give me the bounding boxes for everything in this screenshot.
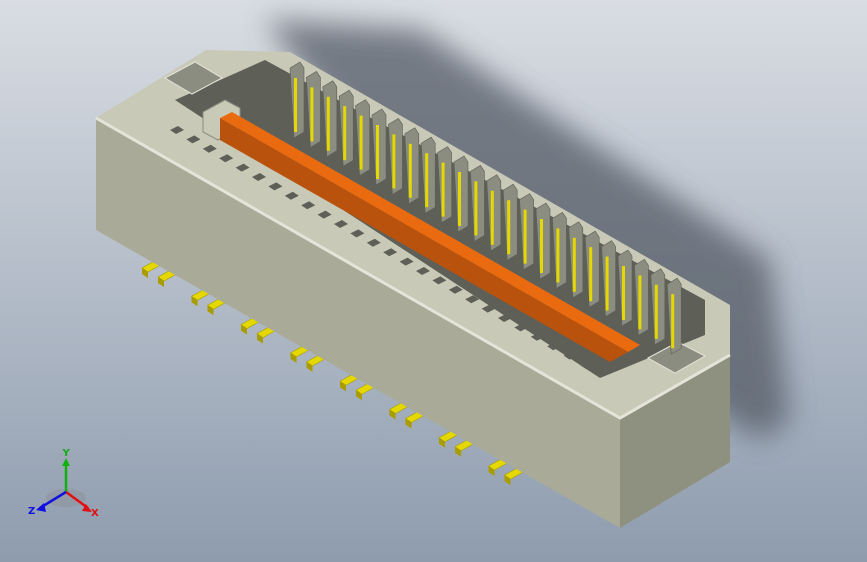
contact-row-back [289,61,682,355]
front-slot [580,361,594,369]
solder-tail-side [340,381,346,392]
pocket-left [163,61,224,95]
solder-tail-side [389,409,396,420]
contact-pin [310,87,314,142]
front-slot [350,229,365,238]
center-key-bar [220,112,640,362]
solder-tail-side [439,437,445,448]
x-axis-icon [65,490,89,510]
front-slot [481,304,496,313]
solder-tail-side [455,446,461,457]
contact-pin [671,294,675,349]
front-slot [432,276,447,285]
contact-pin [540,219,543,273]
pocket-right [646,341,707,374]
front-slot [448,285,463,294]
solder-tail-side [158,277,164,287]
triad-base [46,489,86,507]
front-slot [334,220,348,228]
contact-pin [572,237,576,292]
solder-tail-side [306,361,313,372]
contact-pin [376,125,379,179]
contact-pin [556,228,560,283]
solder-tail-side [241,324,247,335]
contact-pin [458,172,461,226]
z-axis-label: Z [28,506,35,517]
contact-pin [408,143,412,198]
coordinate-triad[interactable]: Y X Z [28,448,99,519]
z-arrow-icon [36,503,46,512]
front-slot [170,126,184,134]
y-arrow-icon [62,458,70,466]
solder-tail-side [207,305,214,316]
front-slot [317,210,332,219]
front-slot [202,144,217,153]
contact-pin [326,96,330,151]
housing-cavity [175,60,705,378]
contact-pin [441,162,445,217]
front-slot [268,182,283,191]
front-slot [547,342,562,351]
solder-tail-side [504,475,511,486]
center-bar-top [220,112,640,352]
front-slot [530,332,545,341]
contact-row-front [170,126,594,369]
housing-end-face [620,355,730,528]
center-bar-front [220,118,628,362]
solder-tail-side [191,296,198,307]
contact-pin [490,190,494,245]
front-slot [301,201,316,210]
contact-pin [343,106,347,161]
front-slot [498,314,512,322]
front-slot [399,257,414,266]
solder-tail-side [405,418,412,429]
contact-pin [294,78,297,132]
y-axis-label: Y [62,448,71,459]
housing-edge-highlight [95,116,731,420]
front-slot [235,163,250,172]
front-slot [465,295,480,304]
front-slot [514,323,529,332]
solder-tail-side [142,268,148,278]
contact-pin [638,275,642,330]
front-slot [563,351,578,360]
front-slot [416,267,430,275]
front-slot [366,238,381,247]
contact-pin [507,200,511,255]
contact-pin [425,153,429,208]
contact-pin [523,209,527,264]
housing-front-face [96,118,620,528]
front-slot [284,191,299,200]
x-axis-label: X [91,508,99,519]
contact-pin [654,284,658,339]
solder-tail-side [488,466,495,477]
solder-tail-side [290,352,297,363]
solder-tail-side [356,390,362,401]
front-slot [383,248,398,257]
front-slot [186,135,201,144]
contact-pin [589,247,593,302]
contact-pin [605,256,609,311]
contact-pin [474,181,478,236]
contact-pin [622,266,625,320]
front-slot [219,154,234,163]
solder-tail-side [257,333,263,344]
contact-pin [392,134,396,189]
front-slot [252,173,266,181]
x-arrow-icon [82,504,92,512]
contact-pin [359,115,363,170]
